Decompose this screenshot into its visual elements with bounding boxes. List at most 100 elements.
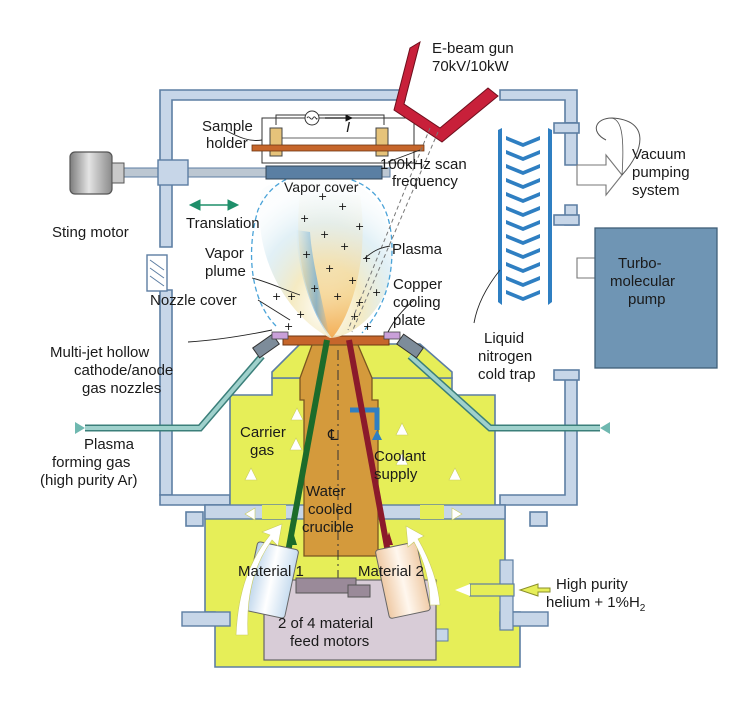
ebeam-gun (393, 40, 499, 143)
crucible-label-2: cooled (308, 501, 352, 518)
plasma-gas-pipes (85, 353, 600, 432)
svg-text:+: + (333, 290, 342, 303)
vacuum-label-1: Vacuum (632, 146, 686, 163)
scan-frequency-label-1: 100kHz scan (380, 156, 467, 173)
svg-text:+: + (372, 286, 381, 299)
helium-inlet-arrow (518, 583, 551, 597)
multijet-label-3: gas nozzles (82, 380, 161, 397)
current-symbol: I (346, 119, 350, 136)
sample-holder-label-2: holder (206, 135, 248, 152)
centerline-symbol: ℄ (327, 427, 338, 444)
svg-text:+: + (287, 290, 296, 303)
svg-text:+: + (338, 200, 347, 213)
crucible-label-1: Water (306, 483, 345, 500)
plasma-gas-label-2: forming gas (52, 454, 130, 471)
crucible-label-3: crucible (302, 519, 354, 536)
vapor-cover-label: Vapor cover (284, 179, 359, 195)
sting-motor-label: Sting motor (52, 224, 129, 241)
svg-text:+: + (350, 310, 359, 323)
copper-cooling-plate (282, 335, 390, 346)
scan-frequency-label-2: frequency (392, 173, 458, 190)
flow-arrows (235, 407, 463, 636)
leader-lines (187, 129, 501, 343)
svg-text:+: + (355, 296, 364, 309)
cold-trap-label-3: cold trap (478, 366, 536, 383)
coolant-label-2: supply (374, 466, 418, 483)
cold-trap-baffle (506, 206, 540, 217)
rod-arrows (289, 430, 393, 545)
turbo-label-1: Turbo- (618, 255, 662, 272)
plasma-gas-label-3: (high purity Ar) (40, 472, 138, 489)
sample-holder (251, 110, 425, 164)
turbo-label-2: molecular (610, 273, 675, 290)
liquid-nitrogen-cold-trap (498, 128, 552, 305)
electron-beam-2 (351, 131, 439, 333)
ebeam-gun-label: E-beam gun (432, 40, 514, 57)
sting-shaft (109, 159, 391, 186)
plasma-gas-label-1: Plasma (84, 436, 135, 453)
cold-trap-label-1: Liquid (484, 330, 524, 347)
vapor-plume (259, 180, 393, 338)
svg-text:+: + (296, 308, 305, 321)
svg-text:+: + (348, 274, 357, 287)
svg-text:+: + (320, 228, 329, 241)
turbo-label-3: pump (628, 291, 666, 308)
sample-holder-label-1: Sample (202, 118, 253, 135)
cold-trap-baffle (506, 150, 540, 161)
cold-trap-baffle (506, 136, 540, 147)
svg-text:+: + (318, 190, 327, 203)
cold-trap-baffle (506, 276, 540, 287)
turbomolecular-pump (594, 227, 718, 369)
multijet-label-2: cathode/anode (74, 362, 173, 379)
vacuum-label-2: pumping (632, 164, 690, 181)
svg-text:+: + (302, 248, 311, 261)
cold-trap-baffle (506, 290, 540, 301)
svg-text:+: + (284, 320, 293, 333)
carrier-gas-label-1: Carrier (240, 424, 286, 441)
svg-text:+: + (300, 212, 309, 225)
svg-text:+: + (272, 290, 281, 303)
vapor-particles: +++ +++ +++ +++ +++ +++ ++ (272, 190, 381, 333)
svg-text:+: + (325, 262, 334, 275)
svg-text:+: + (340, 240, 349, 253)
helium-label-2: helium + 1%H2 (546, 594, 646, 614)
electron-beam-1 (347, 127, 431, 331)
labels: E-beam gun 70kV/10kW Sample holder I 100… (40, 40, 690, 650)
cold-trap-baffle (506, 220, 540, 231)
carrier-gas-label-2: gas (250, 442, 274, 459)
material-2-canister (375, 541, 431, 619)
cold-trap-baffle (506, 248, 540, 259)
material-1-label: Material 1 (238, 563, 304, 580)
cold-trap-baffle (506, 164, 540, 175)
copper-plate-label-2: cooling (393, 294, 441, 311)
vacuum-label-3: system (632, 182, 680, 199)
cold-trap-label-2: nitrogen (478, 348, 532, 365)
cold-trap-baffle (506, 178, 540, 189)
plasma-gas-inlet-arrows (75, 422, 610, 434)
cold-trap-baffle (506, 234, 540, 245)
feed-motors-label-2: feed motors (290, 633, 369, 650)
translation-label: Translation (186, 215, 260, 232)
svg-text:+: + (310, 282, 319, 295)
cold-trap-baffle (506, 262, 540, 273)
plasma-label: Plasma (392, 241, 443, 258)
feed-motors-label-1: 2 of 4 material (278, 615, 373, 632)
vapor-plume-label-2: plume (205, 263, 246, 280)
helium-text: helium + 1%H (546, 594, 640, 611)
ebeam-spec-label: 70kV/10kW (432, 58, 510, 75)
vapor-plume-label-1: Vapor (205, 245, 244, 262)
copper-plate-label-1: Copper (393, 276, 442, 293)
helium-label-1: High purity (556, 576, 628, 593)
sting-motor (69, 151, 125, 195)
cold-trap-baffle (506, 192, 540, 203)
multijet-label-1: Multi-jet hollow (50, 344, 149, 361)
svg-text:+: + (355, 220, 364, 233)
translation-arrow (188, 199, 240, 211)
helium-subscript: 2 (640, 603, 646, 614)
material-2-label: Material 2 (358, 563, 424, 580)
coolant-label-1: Coolant (374, 448, 427, 465)
svg-text:+: + (362, 252, 371, 265)
copper-plate-label-3: plate (393, 312, 426, 329)
svg-text:+: + (363, 320, 372, 333)
